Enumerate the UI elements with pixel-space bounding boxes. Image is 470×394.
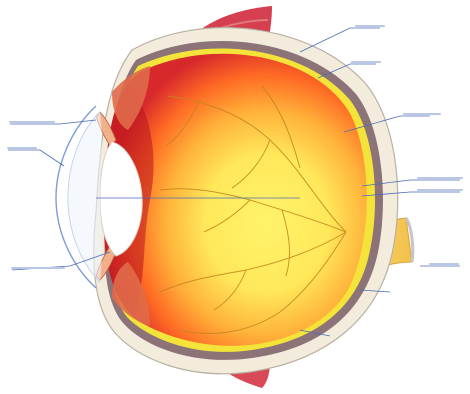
leader-line-cornea — [8, 150, 64, 166]
